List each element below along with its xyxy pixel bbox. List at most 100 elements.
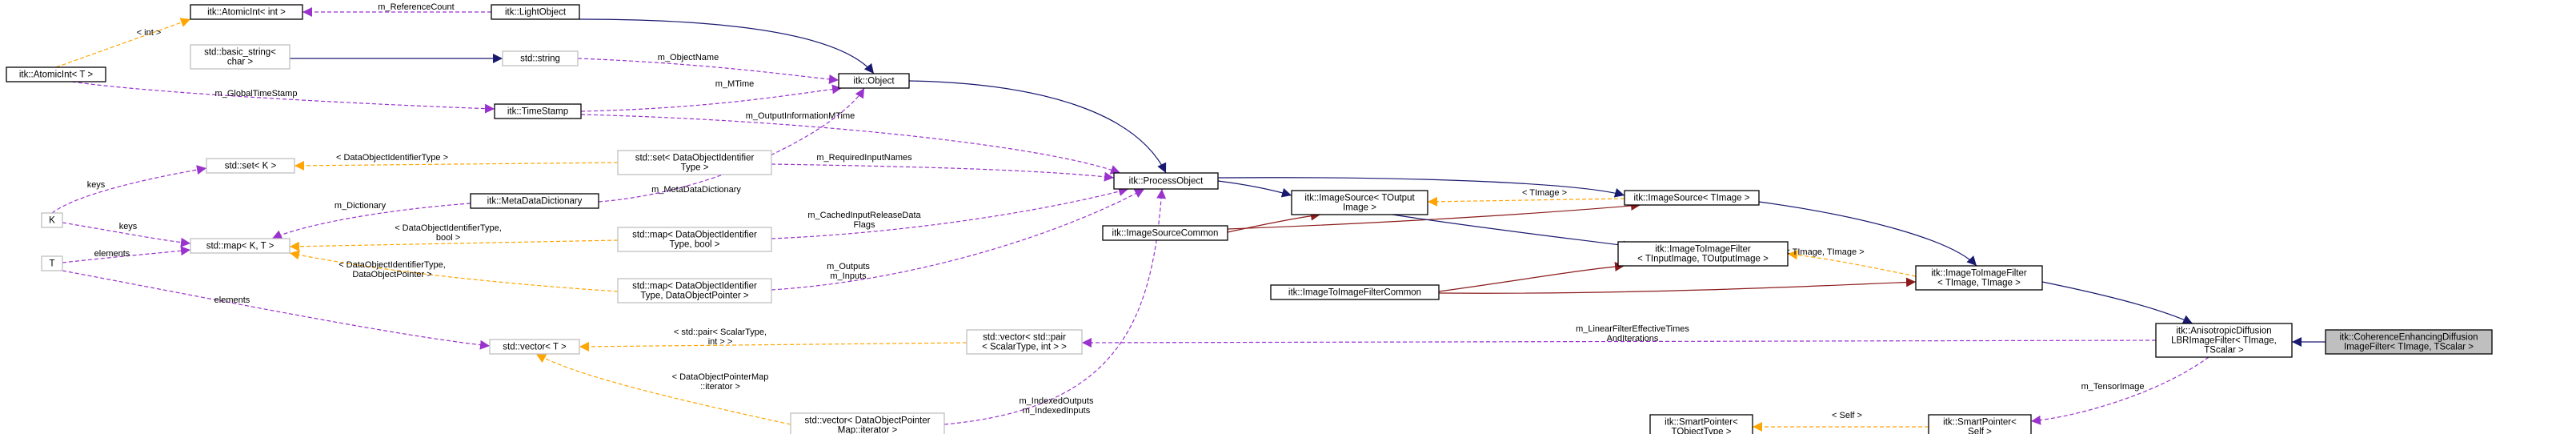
edge-atomicint-t-timestamp: m_GlobalTimeStamp	[71, 81, 495, 114]
node-box	[1113, 172, 1219, 190]
node-box	[966, 329, 1083, 355]
edge-k-set-k: keys	[51, 165, 207, 214]
edge-line	[289, 239, 619, 251]
node-box	[838, 73, 910, 89]
node-label: itk::AtomicInt< int >	[207, 8, 286, 18]
edge-label: m_MTime	[715, 79, 754, 89]
edge-label: m_ReferenceCount	[378, 2, 454, 12]
edge-label: keys	[119, 222, 138, 231]
node-box	[491, 4, 580, 20]
node-atomicint-int[interactable]: itk::AtomicInt< int >	[190, 4, 303, 20]
edge-line	[535, 353, 791, 425]
edge-label: < int >	[137, 28, 162, 38]
edge-std-string-object: m_ObjectName	[577, 53, 839, 84]
edge-processobject-imagesource-toutput	[1217, 180, 1292, 198]
edge-set-dataobjectid-processobject: m_RequiredInputNames	[771, 153, 1115, 182]
edge-line	[51, 165, 207, 214]
edge-imagetoimagefilter-tin-imagetoimagefilter-timage: < TImage, TImage >	[1785, 247, 1917, 277]
node-smartpointer-self[interactable]: itk::SmartPointer<Self >	[1928, 414, 2032, 434]
node-imagesourcecommon[interactable]: itk::ImageSourceCommon	[1102, 225, 1228, 241]
node-imagetoimagefilter-tin[interactable]: itk::ImageToImageFilter< TInputImage, TO…	[1617, 241, 1789, 267]
node-box	[470, 193, 599, 209]
node-basic-string[interactable]: std::basic_string<char >	[190, 44, 290, 70]
edge-label: m_Dictionary	[335, 201, 387, 211]
node-map-k-t[interactable]: std::map< K, T >	[190, 238, 290, 254]
node-label: itk::ImageToImageFilter< TImage, TImage …	[1931, 269, 2027, 288]
edge-object-processobject	[908, 80, 1167, 174]
node-box	[2325, 329, 2493, 355]
node-box	[206, 158, 295, 174]
edge-line	[1392, 214, 1633, 251]
edge-line	[580, 114, 1121, 175]
node-label: itk::ImageSource< TImage >	[1634, 194, 1750, 203]
edge-label: m_RequiredInputNames	[816, 153, 912, 163]
edge-line	[2030, 356, 2209, 425]
node-label: itk::Object	[853, 77, 895, 86]
node-label: itk::TimeStamp	[507, 107, 568, 117]
edge-line	[62, 270, 491, 350]
node-imagesource-timage[interactable]: itk::ImageSource< TImage >	[1624, 190, 1760, 206]
node-timestamp[interactable]: itk::TimeStamp	[494, 103, 582, 119]
node-box	[1915, 265, 2043, 291]
node-box	[1624, 190, 1760, 206]
edge-line	[580, 84, 843, 112]
node-t[interactable]: T	[41, 255, 63, 271]
edge-map-k-t-metadatadictionary: m_Dictionary	[271, 201, 471, 239]
node-label: std::basic_string<char >	[204, 48, 276, 67]
node-std-string[interactable]: std::string	[502, 50, 579, 66]
edge-line	[908, 80, 1167, 174]
edge-vector-t-vector-pair: < std::pair< ScalarType,int > >	[579, 328, 968, 352]
edge-label: < DataObjectIdentifierType >	[336, 153, 448, 163]
node-box	[41, 212, 63, 228]
node-set-k[interactable]: std::set< K >	[206, 158, 295, 174]
node-metadatadictionary[interactable]: itk::MetaDataDictionary	[470, 193, 599, 209]
edge-line	[55, 18, 191, 68]
edge-label: keys	[87, 180, 106, 190]
node-vector-pair[interactable]: std::vector< std::pair< ScalarType, int …	[966, 329, 1083, 355]
node-lightobject[interactable]: itk::LightObject	[491, 4, 580, 20]
edge-line	[71, 81, 495, 114]
node-processobject[interactable]: itk::ProcessObject	[1113, 172, 1219, 190]
edge-line	[1438, 261, 1625, 292]
edge-label: elements	[214, 295, 250, 305]
node-smartpointer-tobject[interactable]: itk::SmartPointer<TObjectType >	[1649, 414, 1753, 434]
node-atomicint-t[interactable]: itk::AtomicInt< T >	[6, 66, 106, 82]
edge-line	[943, 188, 1167, 425]
node-k[interactable]: K	[41, 212, 63, 228]
edge-map-k-t-map-dataobjectid-bool: < DataObjectIdentifierType,bool >	[289, 223, 619, 251]
node-box	[190, 44, 290, 70]
edge-label: < DataObjectPointerMap::iterator >	[672, 372, 769, 392]
edge-lightobject-object	[579, 18, 875, 74]
node-box	[6, 66, 106, 82]
node-imagetoimagefiltercommon[interactable]: itk::ImageToImageFilterCommon	[1270, 284, 1440, 300]
node-imagetoimagefilter-timage[interactable]: itk::ImageToImageFilter< TImage, TImage …	[1915, 265, 2043, 291]
edge-timestamp-processobject: m_OutputInformationMTime	[580, 111, 1121, 175]
node-box	[41, 255, 63, 271]
node-vector-t[interactable]: std::vector< T >	[489, 339, 580, 355]
edge-line	[577, 58, 839, 84]
node-box	[790, 412, 945, 434]
edge-label: < DataObjectIdentifierType,DataObjectPoi…	[339, 260, 446, 279]
node-box	[617, 278, 772, 303]
edge-atomicint-int-lightobject: m_ReferenceCount	[302, 2, 491, 17]
edge-timestamp-object: m_MTime	[580, 79, 843, 112]
edge-line	[579, 341, 968, 352]
node-object[interactable]: itk::Object	[838, 73, 910, 89]
node-label: itk::ImageToImageFilter< TInputImage, TO…	[1637, 245, 1769, 264]
